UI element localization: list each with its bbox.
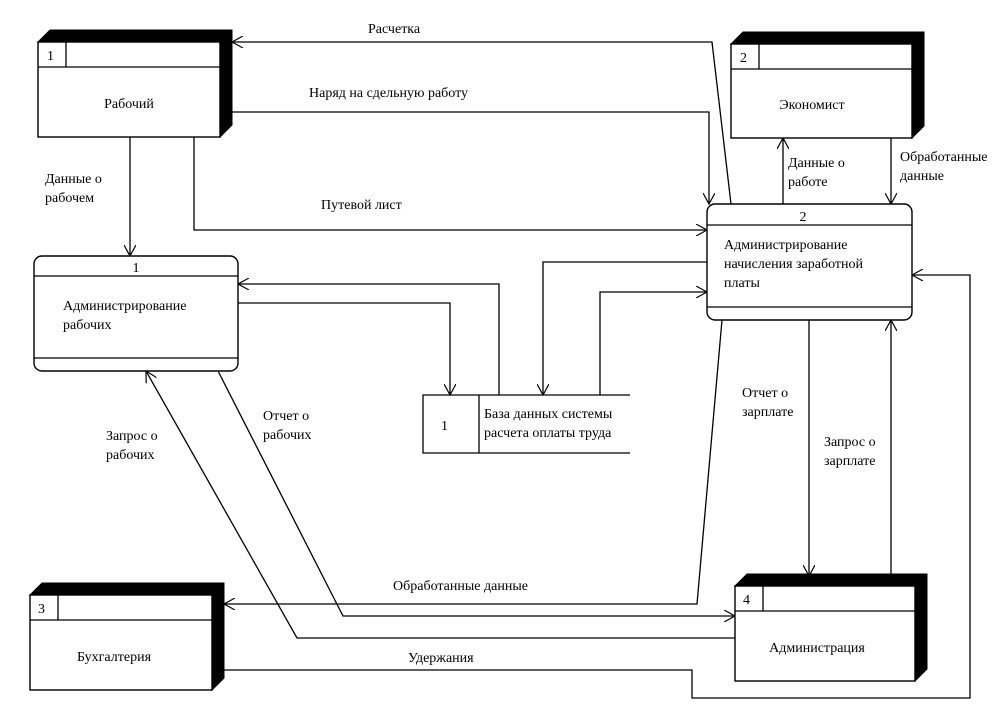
flow-label: Обработанные <box>900 150 988 165</box>
flow-label: рабочих <box>106 448 155 463</box>
flow-label: рабочих <box>263 428 312 443</box>
flow-label: Данные о <box>788 156 845 171</box>
flow-label: Отчет о <box>742 386 788 401</box>
flow-obrabotannye-dannye-buh <box>224 319 723 604</box>
flow-putevoy-list <box>193 137 707 230</box>
flow-label: Обработанные данные <box>393 579 528 594</box>
process-label-line: рабочих <box>63 318 112 333</box>
entity-number: 3 <box>38 602 45 617</box>
flow-labels: Расчетка Наряд на сдельную работу Путево… <box>45 22 988 666</box>
flow-store-to-p1 <box>238 284 500 395</box>
entity-label: Бухгалтерия <box>77 650 152 665</box>
flow-label: Наряд на сдельную работу <box>309 86 468 101</box>
entity-label: Экономист <box>779 98 844 113</box>
flow-label: данные <box>900 169 944 184</box>
process-label-line: Администрирование <box>63 299 186 314</box>
data-store-number: 1 <box>441 419 448 434</box>
process-payroll-administration[interactable]: 2 Администрирование начисления заработно… <box>706 203 913 321</box>
process-worker-administration[interactable]: 1 Администрирование рабочих <box>33 255 239 372</box>
flow-label: Данные о <box>45 172 102 187</box>
flow-label: работе <box>788 175 827 190</box>
flow-label: зарплате <box>824 454 875 469</box>
flow-label: Запрос о <box>824 435 876 450</box>
flow-raschetka <box>232 42 732 205</box>
entity-accounting[interactable]: 3 Бухгалтерия <box>28 582 225 692</box>
process-number: 2 <box>800 210 807 225</box>
entity-worker[interactable]: 1 Рабочий <box>36 29 233 139</box>
process-label-line: платы <box>724 276 760 291</box>
flow-label: зарплате <box>742 405 793 420</box>
data-store-label-line: расчета оплаты труда <box>484 426 612 441</box>
entity-label: Администрация <box>769 641 865 656</box>
flow-lines <box>130 42 971 699</box>
flow-store-to-p2 <box>599 292 707 395</box>
entity-economist[interactable]: 2 Экономист <box>729 31 925 140</box>
flow-uderzhaniya <box>224 275 971 699</box>
entity-number: 4 <box>743 593 750 608</box>
flow-label: Расчетка <box>368 22 421 37</box>
entity-label: Рабочий <box>104 97 154 112</box>
flow-otchet-o-rabochih <box>217 370 735 616</box>
flow-label: Удержания <box>408 651 474 666</box>
process-label-line: начисления заработной <box>724 257 864 272</box>
flow-p1-to-store <box>238 302 450 395</box>
process-number: 1 <box>133 261 140 276</box>
entity-number: 2 <box>740 51 747 66</box>
data-store-payroll-db[interactable]: 1 База данных системы расчета оплаты тру… <box>422 394 630 454</box>
flow-naryad <box>232 111 709 204</box>
flow-p2-to-store <box>543 261 707 395</box>
flow-label: рабочем <box>45 191 94 206</box>
entity-number: 1 <box>47 49 54 64</box>
flow-zapros-o-rabochih <box>146 371 735 639</box>
data-store-label-line: База данных системы <box>484 407 613 422</box>
flow-label: Запрос о <box>106 429 158 444</box>
flow-label: Отчет о <box>263 409 309 424</box>
flow-label: Путевой лист <box>321 198 402 213</box>
entity-administration[interactable]: 4 Администрация <box>733 573 928 683</box>
process-label-line: Администрирование <box>724 238 847 253</box>
